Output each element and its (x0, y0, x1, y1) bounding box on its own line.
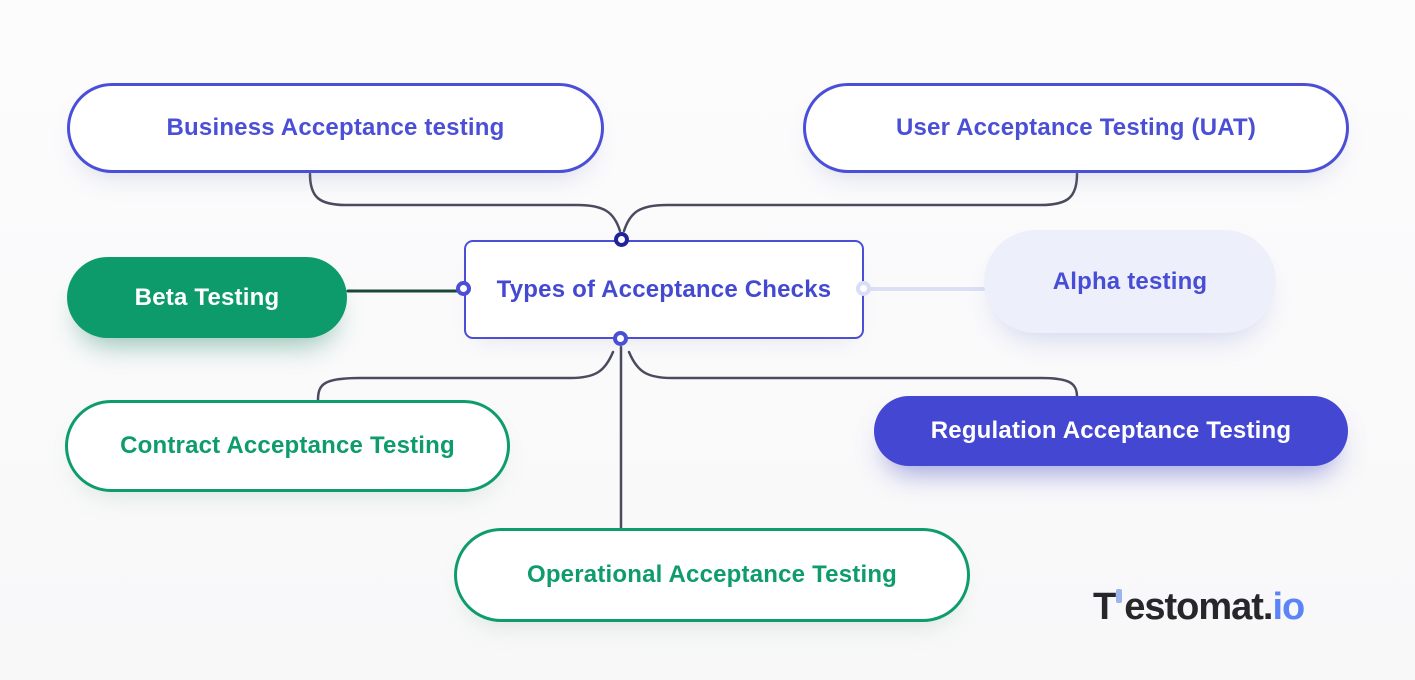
edge-center-to-regulation (627, 350, 1079, 399)
node-regulation-acceptance-testing: Regulation Acceptance Testing (874, 396, 1348, 466)
logo-text-t: T (1093, 586, 1116, 628)
node-business-acceptance-testing: Business Acceptance testing (67, 83, 604, 173)
node-contract-acceptance-testing: Contract Acceptance Testing (65, 400, 510, 492)
edge-center-to-contract (316, 350, 615, 402)
connector-top-dot (614, 232, 629, 247)
node-label: Contract Acceptance Testing (120, 432, 455, 459)
node-types-of-acceptance-checks: Types of Acceptance Checks (464, 240, 864, 339)
connector-bottom-dot (613, 331, 628, 346)
connector-left-dot (456, 281, 471, 296)
edge-uat-to-center (622, 172, 1079, 233)
node-label: Alpha testing (1052, 267, 1208, 295)
logo-text-accent: io (1272, 586, 1306, 628)
testomat-logo: T estomat. io (1093, 586, 1306, 629)
logo-tick-mark (1116, 589, 1123, 603)
node-label: User Acceptance Testing (UAT) (895, 114, 1257, 141)
node-label: Operational Acceptance Testing (526, 561, 898, 588)
edge-business-to-center (308, 172, 622, 233)
node-label: Beta Testing (134, 283, 280, 311)
node-alpha-testing: Alpha testing (984, 230, 1276, 333)
node-label: Types of Acceptance Checks (496, 275, 832, 303)
logo-text-dark: estomat. (1124, 586, 1273, 628)
node-label: Regulation Acceptance Testing (930, 417, 1292, 444)
node-beta-testing: Beta Testing (67, 257, 347, 338)
node-user-acceptance-testing: User Acceptance Testing (UAT) (803, 83, 1349, 173)
node-operational-acceptance-testing: Operational Acceptance Testing (454, 528, 970, 622)
node-label: Business Acceptance testing (166, 114, 505, 141)
connector-right-dot (856, 281, 871, 296)
